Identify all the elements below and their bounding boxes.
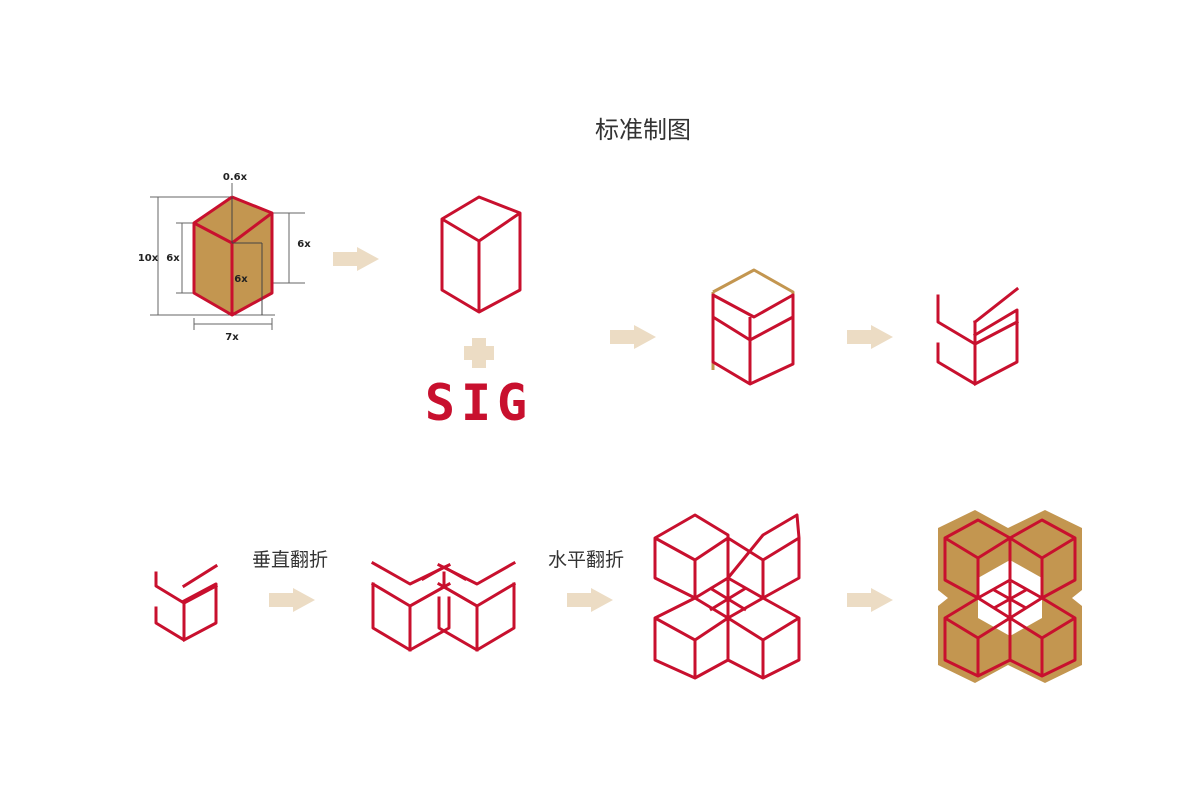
right-arrow-icon — [847, 588, 893, 612]
vertical-flip-label: 垂直翻折 — [252, 549, 329, 571]
outline-cube — [440, 195, 522, 314]
right-arrow-icon — [847, 325, 893, 349]
right-arrow-icon — [333, 247, 379, 271]
s-shape-glyph-small — [154, 563, 219, 643]
dimensioned-box: 0.6x 10x 6x 6x 6x 7x — [138, 172, 311, 343]
dim-inner-face: 6x — [234, 274, 248, 285]
dim-left-face: 6x — [166, 253, 180, 264]
s-shape-glyph — [936, 286, 1020, 387]
dim-top: 0.6x — [223, 172, 248, 183]
sig-wordmark: SIG — [425, 374, 533, 432]
right-arrow-icon — [610, 325, 656, 349]
dim-width: 7x — [225, 332, 239, 343]
dim-right-face: 6x — [297, 239, 311, 250]
horizontal-flip-label: 水平翻折 — [548, 549, 625, 571]
final-emblem — [938, 510, 1082, 683]
right-arrow-icon — [269, 588, 315, 612]
vertical-flip-shape — [370, 560, 517, 652]
dim-total-height: 10x — [138, 253, 159, 264]
plus-icon — [464, 338, 494, 368]
stacked-box — [711, 268, 795, 386]
page-title: 标准制图 — [595, 116, 691, 144]
horizontal-flip-emblem — [653, 513, 801, 680]
right-arrow-icon — [567, 588, 613, 612]
